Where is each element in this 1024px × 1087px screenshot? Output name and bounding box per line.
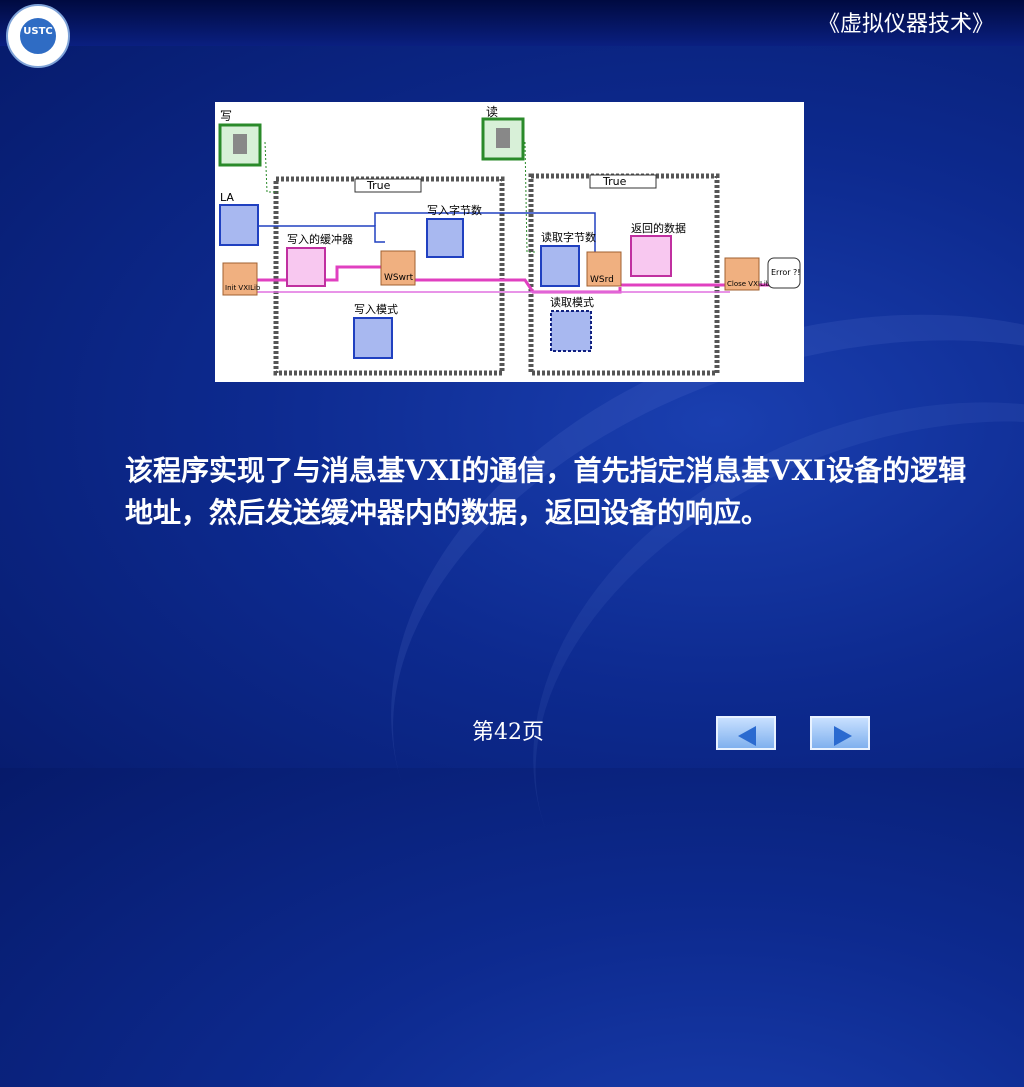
logo-emblem	[18, 16, 58, 56]
wsrd-node-label: WSrd	[590, 275, 614, 285]
read-control-label: 读	[486, 105, 498, 119]
case-selector-read	[589, 174, 657, 189]
previous-slide-button[interactable]	[716, 716, 776, 750]
wire-blue-2	[374, 212, 535, 226]
write-mode-label: 写入模式	[354, 303, 398, 316]
write-bytes-control	[426, 218, 464, 258]
close-vxilib-node	[724, 257, 760, 291]
error-node-label: Error ?!	[771, 268, 801, 277]
wire-green-1	[264, 141, 278, 193]
course-title: 《虚拟仪器技术》	[817, 12, 994, 37]
close-node-label: Close VXILib	[727, 280, 771, 288]
wswrt-node-label: WSwrt	[384, 273, 414, 283]
write-buffer-label: 写入的缓冲器	[287, 232, 353, 246]
returned-data-label: 返回的数据	[631, 221, 686, 235]
case-label-read: True	[602, 175, 627, 188]
wsrd-node	[586, 251, 622, 287]
la-label: LA	[220, 191, 234, 204]
read-bytes-control	[540, 245, 580, 287]
read-bytes-label: 读取字节数	[541, 230, 596, 244]
university-logo: USTC	[6, 4, 70, 68]
returned-data-indicator	[630, 235, 672, 277]
right-arrow-icon	[834, 726, 852, 746]
read-mode-control	[550, 310, 592, 352]
logo-text: USTC	[23, 26, 53, 37]
error-handler-node	[767, 257, 801, 289]
write-control-label: 写	[220, 109, 232, 123]
case-selector-write	[354, 178, 422, 193]
description-paragraph: 该程序实现了与消息基VXI的通信，首先指定消息基VXI设备的逻辑地址，然后发送缓…	[125, 454, 967, 529]
top-bar	[0, 0, 1024, 46]
wire-green-2	[524, 141, 535, 253]
page-number: 第42页	[472, 720, 544, 745]
la-numeric-control	[219, 204, 259, 246]
toggle-switch-icon	[233, 134, 247, 154]
init-node-label: Init VXILib	[225, 284, 261, 292]
next-slide-button[interactable]	[810, 716, 870, 750]
write-bytes-label: 写入字节数	[427, 203, 482, 217]
labview-block-diagram: True True 写 读 LA Init VXILib 写入的缓冲器 写入字节…	[215, 102, 804, 382]
init-vxilib-node	[222, 262, 258, 296]
wire-blue-3	[535, 212, 596, 262]
write-mode-control	[353, 317, 393, 359]
read-mode-label: 读取模式	[550, 295, 594, 309]
wswrt-node	[380, 250, 416, 286]
left-arrow-icon	[738, 726, 756, 746]
toggle-switch-icon-2	[496, 128, 510, 148]
case-label-write: True	[366, 179, 391, 192]
write-buffer-control	[286, 247, 326, 287]
